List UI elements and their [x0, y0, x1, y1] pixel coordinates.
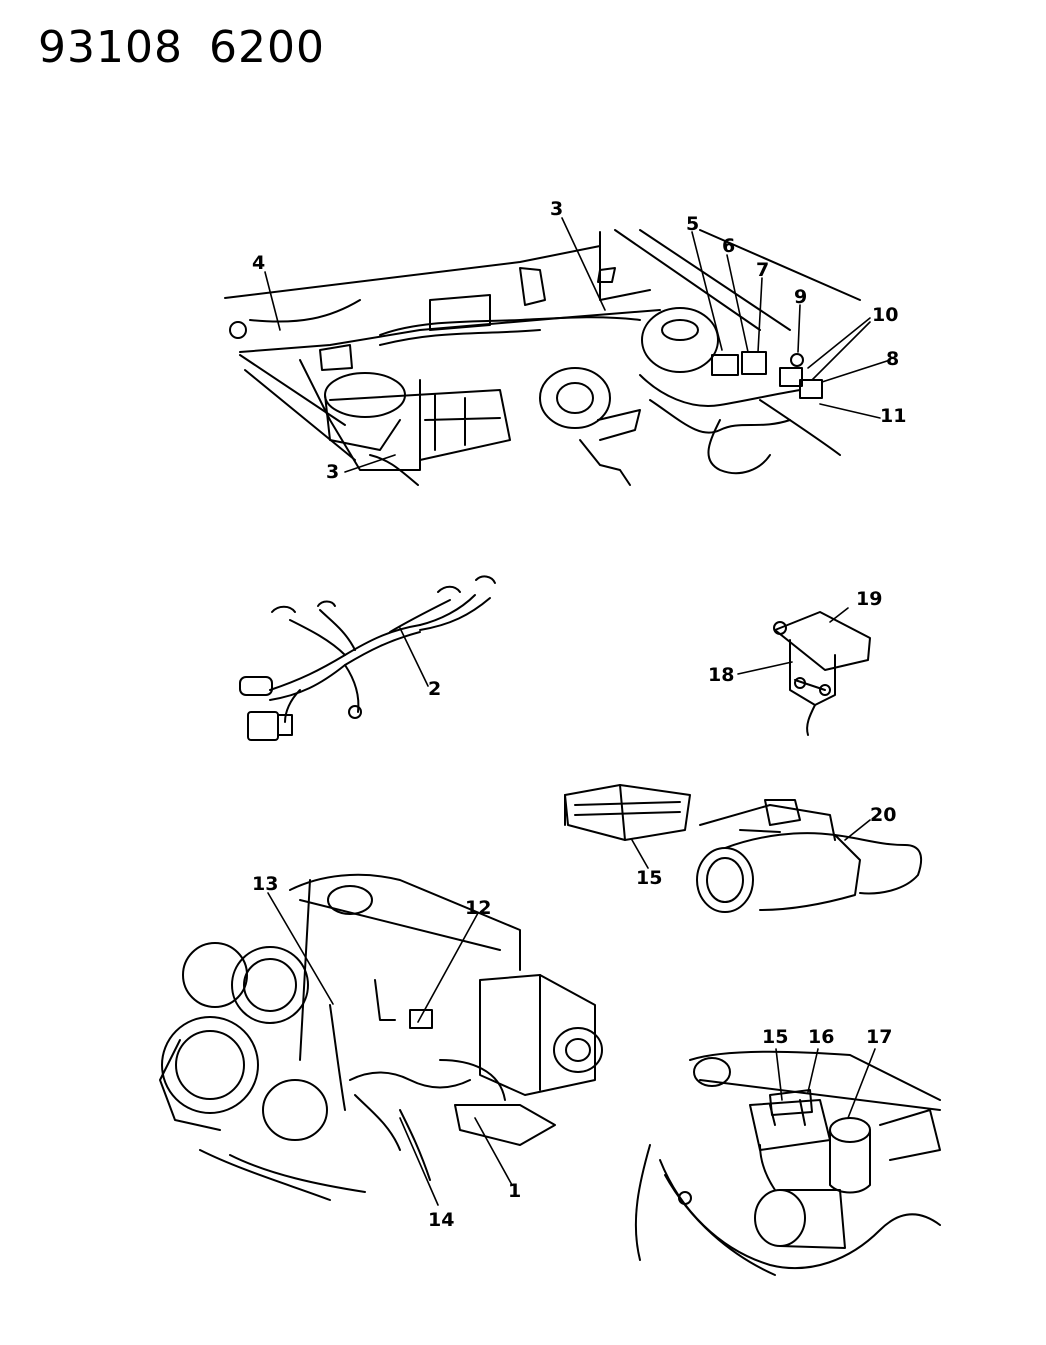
callout-9: 9	[794, 286, 808, 308]
callout-20: 20	[870, 804, 897, 826]
callout-11: 11	[880, 405, 907, 427]
engine-bay-view	[224, 229, 861, 486]
callout-1: 1	[508, 1180, 522, 1202]
callout-15-ecu: 15	[636, 867, 663, 889]
callout-7: 7	[756, 259, 770, 281]
callout-16: 16	[808, 1026, 835, 1048]
callout-2: 2	[428, 678, 442, 700]
diagram-header: 93108 6200	[38, 22, 351, 73]
wiring-harness-part-2	[239, 575, 496, 741]
header-code-right: 6200	[208, 22, 325, 73]
callout-13: 13	[252, 873, 279, 895]
callout-4: 4	[252, 252, 266, 274]
callout-14: 14	[428, 1209, 455, 1231]
callout-12: 12	[465, 897, 492, 919]
callout-5: 5	[686, 213, 700, 235]
leader-lines	[264, 217, 891, 1206]
callout-19: 19	[856, 588, 883, 610]
callout-17: 17	[866, 1026, 893, 1048]
ecu-and-air-duct-part-15-20	[564, 784, 923, 913]
header-code-left: 93108	[38, 22, 183, 73]
callout-18: 18	[708, 664, 735, 686]
callout-8: 8	[886, 348, 900, 370]
callout-3-top: 3	[550, 198, 564, 220]
engine-left-view	[159, 873, 603, 1201]
callout-15-right: 15	[762, 1026, 789, 1048]
callout-10: 10	[872, 304, 899, 326]
bracket-part-18-19	[773, 611, 871, 736]
callout-3-bottom: 3	[326, 461, 340, 483]
callout-6: 6	[722, 235, 736, 257]
engine-right-view	[634, 1050, 941, 1276]
